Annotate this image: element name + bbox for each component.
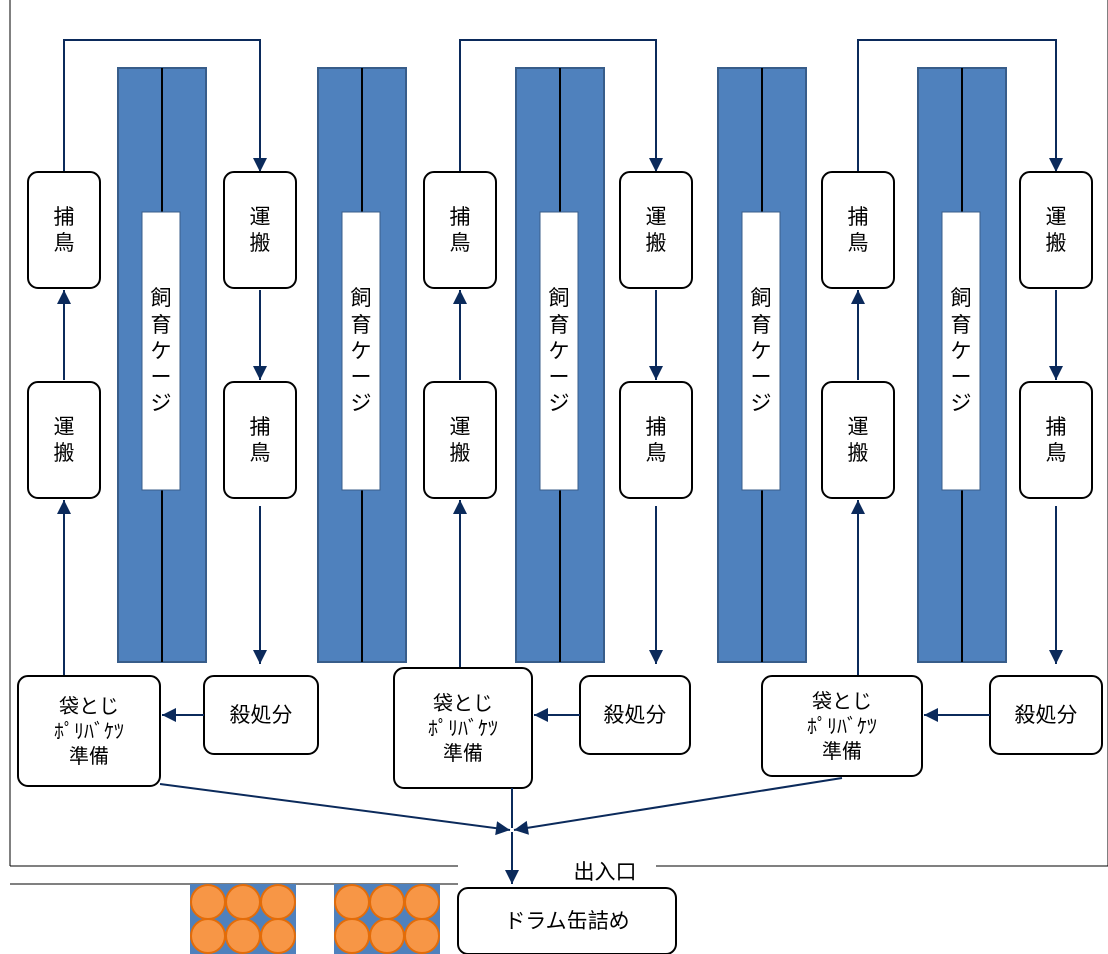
drum-icon-group-2-drum-2 [369, 884, 405, 920]
kill-3-box [989, 675, 1103, 755]
kill-to-bag-arrow-2-head [534, 708, 548, 722]
cage-label-panel-1 [141, 211, 181, 491]
top-flow-arrow-2 [459, 39, 657, 172]
top-flow-arrow-3-head [1049, 158, 1063, 172]
exit-arrow-head [505, 870, 519, 884]
capture-left-1-box [27, 171, 101, 289]
capture-right-2-box [619, 381, 693, 499]
right-down-arrow-a-2-head [649, 366, 663, 380]
left-up-arrow-a-1-head [57, 290, 71, 304]
cage-label-panel-2 [341, 211, 381, 491]
right-down-arrow-a-3-head [1049, 366, 1063, 380]
drum-icon-group-2-drum-4 [334, 918, 370, 954]
transport-right-2-box [619, 171, 693, 289]
kill-2-box [579, 675, 691, 755]
left-up-arrow-b-3-head [851, 500, 865, 514]
top-flow-arrow-1 [63, 39, 261, 172]
converge-arrow-1 [159, 783, 511, 831]
kill-to-bag-arrow-1-head [162, 708, 176, 722]
converge-arrow-1-head [495, 821, 510, 836]
left-up-arrow-a-3-head [851, 290, 865, 304]
bagging-2-box [393, 667, 533, 789]
left-up-arrow-b-1-head [57, 500, 71, 514]
drum-icon-group-1-drum-4 [190, 918, 226, 954]
drum-icon-group-1-drum-1 [190, 884, 226, 920]
left-up-arrow-b-2-head [453, 500, 467, 514]
kill-to-bag-arrow-3-head [924, 708, 938, 722]
drum-icon-group-1-drum-6 [260, 918, 296, 954]
transport-left-2-box [423, 381, 497, 499]
bagging-3-box [761, 675, 923, 777]
left-up-arrow-a-2-head [453, 290, 467, 304]
cage-label-panel-5 [941, 211, 981, 491]
kill-1-box [203, 675, 319, 755]
transport-right-3-box [1019, 171, 1093, 289]
converge-arrow-3-head [514, 820, 529, 835]
drum-icon-group-1-drum-5 [225, 918, 261, 954]
top-flow-arrow-2-head [649, 158, 663, 172]
exit-label: 出入口 [566, 856, 644, 886]
drum-filling-box [457, 887, 677, 954]
drum-icon-group-2-drum-5 [369, 918, 405, 954]
right-down-arrow-b-3-head [1049, 650, 1063, 664]
right-down-arrow-b-1-head [253, 650, 267, 664]
capture-left-2-box [423, 171, 497, 289]
drum-icon-group-1-drum-2 [225, 884, 261, 920]
converge-arrow-3 [513, 777, 843, 831]
bagging-1-box [17, 675, 161, 787]
cage-label-panel-4 [741, 211, 781, 491]
top-flow-arrow-1-head [253, 158, 267, 172]
cage-label-panel-3 [539, 211, 579, 491]
right-down-arrow-a-1-head [253, 366, 267, 380]
capture-right-3-box [1019, 381, 1093, 499]
right-down-arrow-b-2-head [649, 650, 663, 664]
drum-icon-group-2-drum-3 [404, 884, 440, 920]
drum-icon-group-2-drum-6 [404, 918, 440, 954]
capture-left-3-box [821, 171, 895, 289]
drum-icon-group-2-drum-1 [334, 884, 370, 920]
drum-icon-group-1-drum-3 [260, 884, 296, 920]
transport-left-3-box [821, 381, 895, 499]
transport-right-1-box [223, 171, 297, 289]
top-flow-arrow-3 [857, 39, 1057, 172]
transport-left-1-box [27, 381, 101, 499]
capture-right-1-box [223, 381, 297, 499]
